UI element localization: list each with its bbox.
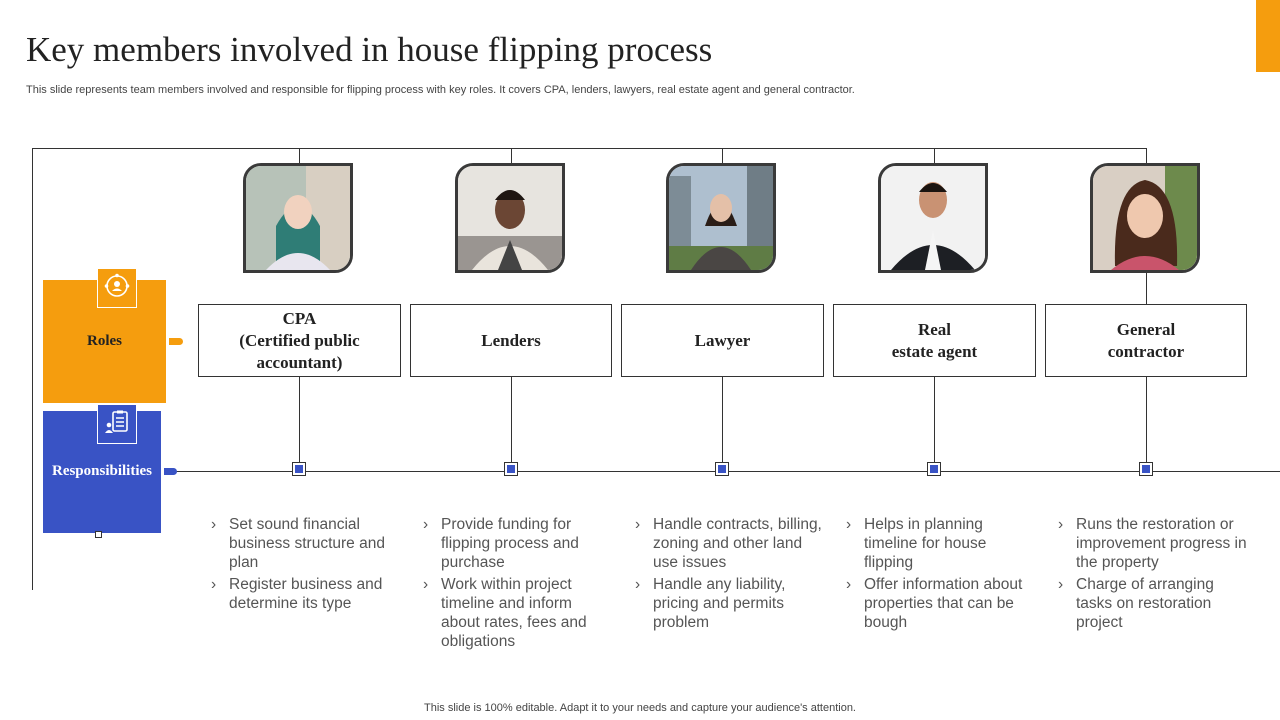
- left-connector-line: [32, 148, 33, 590]
- member-photo-cpa: [243, 163, 353, 273]
- list-item: Work within project timeline and inform …: [423, 575, 613, 651]
- member-photo-lawyer: [666, 163, 776, 273]
- team-icon: [104, 273, 130, 304]
- responsibilities-arrow: [164, 468, 177, 475]
- responsibility-list-real-estate-agent: Helps in planning timeline for house fli…: [846, 515, 1036, 635]
- corner-accent: [1256, 0, 1280, 72]
- member-connector-top: [1146, 148, 1147, 163]
- member-connector-top: [511, 148, 512, 163]
- member-connector-top: [299, 148, 300, 163]
- resize-handle: [95, 531, 102, 538]
- timeline-node: [292, 462, 306, 476]
- member-connector-mid: [511, 377, 512, 462]
- list-item: Handle any liability, pricing and permit…: [635, 575, 825, 632]
- list-item: Set sound financial business structure a…: [211, 515, 401, 572]
- member-photo-lenders: [455, 163, 565, 273]
- member-connector-photo: [1146, 273, 1147, 304]
- list-item: Handle contracts, billing, zoning and ot…: [635, 515, 825, 572]
- list-item: Runs the restoration or improvement prog…: [1058, 515, 1248, 572]
- list-item: Helps in planning timeline for house fli…: [846, 515, 1036, 572]
- member-photo-general-contractor: [1090, 163, 1200, 273]
- member-connector-mid: [934, 377, 935, 462]
- member-connector-top: [722, 148, 723, 163]
- role-box-general-contractor: General contractor: [1045, 304, 1247, 377]
- timeline-node: [504, 462, 518, 476]
- page-subtitle: This slide represents team members invol…: [26, 84, 855, 96]
- member-connector-mid: [722, 377, 723, 462]
- clipboard-checklist-icon: [104, 409, 130, 440]
- role-box-cpa: CPA (Certified public accountant): [198, 304, 401, 377]
- role-box-lenders: Lenders: [410, 304, 612, 377]
- timeline-node: [1139, 462, 1153, 476]
- list-item: Register business and determine its type: [211, 575, 401, 613]
- roles-label: Roles: [87, 333, 122, 349]
- role-box-lawyer: Lawyer: [621, 304, 824, 377]
- member-connector-mid: [299, 377, 300, 462]
- list-item: Charge of arranging tasks on restoration…: [1058, 575, 1248, 632]
- footer-note: This slide is 100% editable. Adapt it to…: [424, 702, 856, 714]
- list-item: Provide funding for flipping process and…: [423, 515, 613, 572]
- roles-arrow: [169, 338, 183, 345]
- top-connector-line: [32, 148, 1147, 149]
- timeline-node: [715, 462, 729, 476]
- responsibility-list-lenders: Provide funding for flipping process and…: [423, 515, 613, 654]
- responsibility-list-general-contractor: Runs the restoration or improvement prog…: [1058, 515, 1248, 635]
- responsibilities-label: Responsibilities: [51, 463, 153, 479]
- member-connector-mid: [1146, 377, 1147, 462]
- responsibilities-icon-box: [97, 404, 137, 444]
- member-connector-top: [934, 148, 935, 163]
- responsibility-list-lawyer: Handle contracts, billing, zoning and ot…: [635, 515, 825, 635]
- timeline-node: [927, 462, 941, 476]
- responsibility-list-cpa: Set sound financial business structure a…: [211, 515, 401, 616]
- roles-icon-box: [97, 268, 137, 308]
- role-box-real-estate-agent: Real estate agent: [833, 304, 1036, 377]
- page-title: Key members involved in house flipping p…: [26, 30, 713, 69]
- list-item: Offer information about properties that …: [846, 575, 1036, 632]
- member-photo-real-estate-agent: [878, 163, 988, 273]
